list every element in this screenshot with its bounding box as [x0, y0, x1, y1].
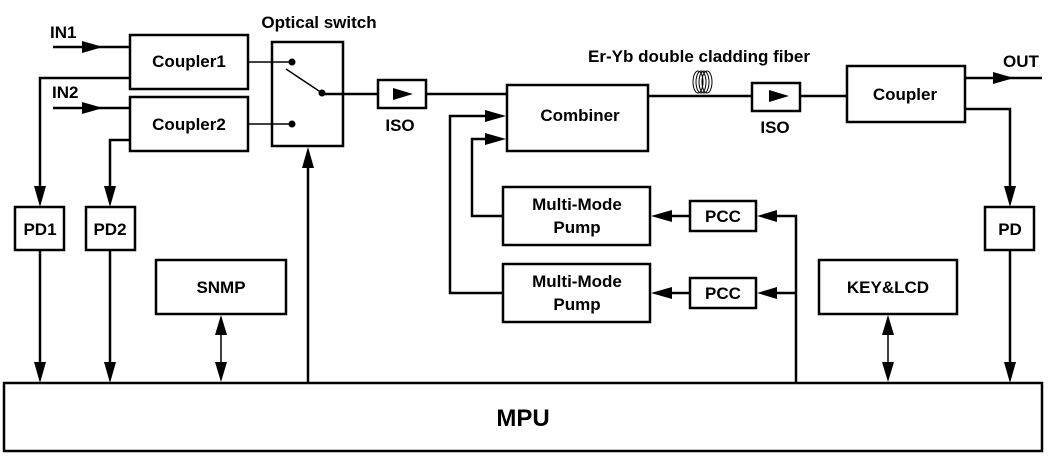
snmp-up-arrow-icon	[215, 315, 227, 335]
combiner-in2-arrow-icon	[485, 110, 506, 122]
pump2-block: Multi-Mode Pump	[501, 262, 652, 324]
pcc2-label: PCC	[705, 284, 741, 303]
switch-port1-dot	[288, 58, 296, 66]
optical-switch-block: Optical switch	[248, 13, 377, 148]
pd2-mpu-arrow-icon	[104, 362, 116, 383]
iso-input-arrow-icon	[393, 88, 413, 100]
switch-lever	[285, 68, 323, 94]
in1-label: IN1	[50, 23, 76, 42]
pd-mpu-arrow-icon	[1004, 362, 1016, 383]
pump2-label-line1: Multi-Mode	[532, 272, 622, 291]
coupler2-label: Coupler2	[152, 115, 226, 134]
keylcd-down-arrow-icon	[882, 362, 894, 382]
pd2-in-arrow-icon	[104, 186, 116, 207]
combiner-label: Combiner	[540, 106, 620, 125]
iso-input-label: ISO	[385, 116, 414, 135]
in2-label: IN2	[52, 83, 78, 102]
pd-in-arrow-icon	[1004, 186, 1016, 207]
keylcd-up-arrow-icon	[882, 315, 894, 335]
out-label: OUT	[1003, 52, 1040, 71]
coupler-out-block: Coupler	[845, 64, 967, 124]
pd-out-block: PD	[983, 205, 1036, 252]
pd1-mpu-arrow-icon	[34, 362, 46, 383]
mpu-label: MPU	[496, 405, 549, 432]
switch-control-arrow-icon	[302, 147, 314, 168]
coupler1-to-pd1-line	[38, 76, 130, 190]
pump1-label-line1: Multi-Mode	[532, 195, 622, 214]
pump1-in-arrow-icon	[651, 210, 672, 222]
pd2-block: PD2	[84, 205, 137, 252]
combiner-in1-arrow-icon	[485, 133, 506, 145]
snmp-block: SNMP	[154, 258, 288, 316]
in2-arrow-icon	[82, 102, 103, 114]
pd1-block: PD1	[13, 205, 66, 252]
in2-signal: IN2	[52, 83, 130, 114]
mpu-to-pcc1-line	[775, 214, 798, 383]
snmp-down-arrow-icon	[215, 362, 227, 382]
pump1-to-combiner-line	[470, 137, 503, 218]
pcc1-label: PCC	[705, 207, 741, 226]
out-arrow-icon	[993, 72, 1014, 84]
pump1-label-line2: Pump	[553, 218, 600, 237]
in1-signal: IN1	[50, 23, 130, 53]
pcc1-block: PCC	[688, 199, 758, 233]
pd1-in-arrow-icon	[34, 186, 46, 207]
coupler1-label: Coupler1	[152, 52, 226, 71]
combiner-block: Combiner	[505, 83, 650, 153]
key-lcd-label: KEY&LCD	[847, 278, 929, 297]
pump2-label-line2: Pump	[553, 295, 600, 314]
iso-output-label: ISO	[760, 118, 789, 137]
pd2-label: PD2	[93, 220, 126, 239]
coupler-to-pd-line	[965, 107, 1012, 190]
coupler2-block: Coupler2	[128, 95, 250, 153]
snmp-label: SNMP	[196, 278, 245, 297]
switch-port2-dot	[288, 120, 296, 128]
coupler-out-label: Coupler	[873, 85, 938, 104]
fiber-label: Er-Yb double cladding fiber	[588, 47, 810, 66]
pump2-in-arrow-icon	[651, 287, 672, 299]
pump1-block: Multi-Mode Pump	[501, 185, 652, 247]
in1-arrow-icon	[82, 41, 103, 53]
pd-out-label: PD	[998, 220, 1022, 239]
coupler2-to-pd2-line	[108, 138, 130, 190]
iso-output-block: ISO	[750, 81, 802, 137]
optical-switch-label: Optical switch	[261, 13, 376, 32]
key-lcd-block: KEY&LCD	[817, 258, 959, 316]
mpu-block: MPU	[2, 381, 1044, 453]
pcc2-in-arrow-icon	[757, 287, 777, 299]
iso-input-block: ISO	[376, 78, 428, 135]
pcc1-in-arrow-icon	[757, 210, 777, 222]
pd1-label: PD1	[23, 220, 56, 239]
pump2-to-combiner-line	[448, 114, 503, 295]
iso-output-arrow-icon	[769, 90, 789, 102]
fiber-coil-icon	[692, 70, 713, 94]
coupler1-block: Coupler1	[128, 33, 250, 91]
pcc2-block: PCC	[688, 276, 758, 310]
